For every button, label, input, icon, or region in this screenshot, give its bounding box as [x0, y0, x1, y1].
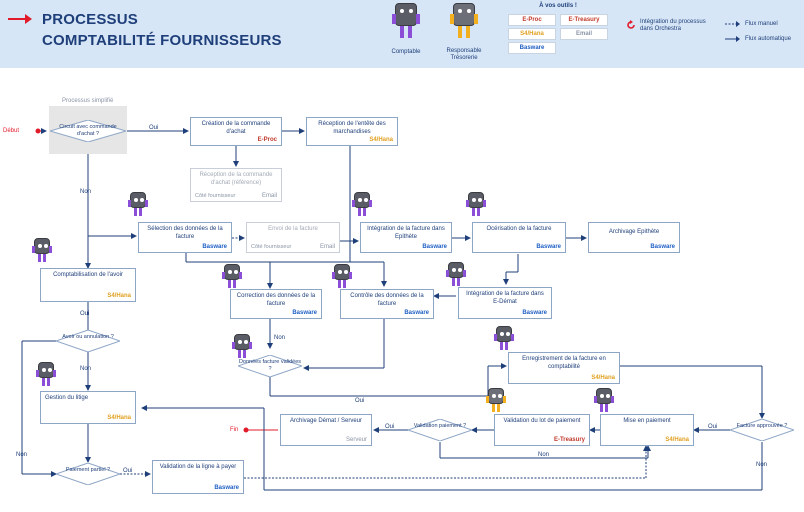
box-envoi-facture: Envoi de la facture Côté fournisseur Ema… [246, 222, 340, 253]
comptable-robot-icon [332, 264, 352, 290]
role-comptable-label: Comptable [391, 49, 421, 55]
box-integration-edemat: Intégration de la facture dans E-Démat B… [458, 287, 552, 319]
decision-facture-approuvee: Facture approuvée ? [730, 419, 794, 441]
box-validation-ligne: Validation de la ligne à payer Basware [152, 460, 244, 494]
role-responsable-label: Responsable Trésorerie [446, 48, 482, 61]
tool-etreasury-chip: E-Treasury [560, 14, 608, 26]
tool-email-chip: Email [560, 28, 608, 40]
comptable-robot-icon [446, 262, 466, 288]
decision-donnees-validees: Données facture validées ? [238, 355, 302, 377]
title-arrow-icon [8, 14, 32, 24]
decision-avoir: Avoir ou annulation ? [56, 330, 120, 352]
decision-circuit: Circuit avec commande d'achat ? [50, 120, 126, 142]
legend-manual-label: Flux manuel [745, 21, 778, 27]
box-reception-entete: Réception de l'entête des marchandises S… [306, 117, 398, 146]
comptable-robot-icon [128, 192, 148, 218]
label-oui-approuvee: Oui [708, 424, 718, 430]
decision-paiement-partiel: Paiement partiel ? [56, 463, 120, 485]
label-non-avoir: Non [80, 366, 92, 372]
page-title-line2: COMPTABILITÉ FOURNISSEURS [42, 32, 282, 49]
tools-title: À vos outils ! [539, 3, 577, 9]
legend-auto-label: Flux automatique [745, 36, 792, 42]
tool-basware-chip: Basware [508, 42, 556, 54]
legend-orchestra-label: Intégration du processus dans Orchestra [640, 19, 706, 32]
box-validation-lot: Validation du lot de paiement E-Treasury [494, 414, 590, 446]
box-correction-donnees: Correction des données de la facture Bas… [230, 289, 322, 319]
label-non-approuvee: Non [756, 462, 768, 468]
box-ocerisation: Océrisation de la facture Basware [472, 222, 566, 253]
box-creation-commande: Création de la commande d'achat E-Proc [190, 117, 282, 146]
comptable-robot-icon [352, 192, 372, 218]
comptable-robot-icon [392, 3, 420, 41]
tool-s4hana-chip: S4/Hana [508, 28, 556, 40]
label-non-validation: Non [538, 452, 550, 458]
responsable-robot-icon [450, 3, 478, 41]
comptable-robot-icon [32, 238, 52, 264]
simplified-process-label: Processus simplifié [62, 98, 114, 104]
comptable-robot-icon [222, 264, 242, 290]
label-non-left: Non [16, 452, 28, 458]
label-oui-donnees: Oui [355, 398, 365, 404]
box-controle-donnees: Contrôle des données de la facture Baswa… [340, 289, 434, 319]
label-oui-circuit: Oui [149, 125, 159, 131]
comptable-robot-icon [466, 192, 486, 218]
box-enregistrement-facture: Enregistrement de la facture en comptabi… [508, 352, 620, 384]
label-oui-avoir: Oui [80, 311, 90, 317]
label-non-donnees: Non [274, 335, 286, 341]
label-oui-validation: Oui [385, 424, 395, 430]
box-reception-commande: Réception de la commande d'achat (référe… [190, 168, 282, 202]
label-oui-partiel: Oui [123, 468, 133, 474]
comptable-robot-icon [594, 388, 614, 414]
box-archivage-demat: Archivage Démat / Serveur Serveur [280, 414, 372, 446]
comptable-robot-icon [232, 334, 252, 360]
label-non-circuit: Non [80, 189, 92, 195]
page-title-line1: PROCESSUS [42, 11, 138, 28]
legend-arrows-icon [725, 21, 740, 42]
box-comptabilisation-avoir: Comptabilisation de l'avoir S4/Hana [40, 268, 136, 302]
box-gestion-litige: Gestion du litige S4/Hana [40, 391, 136, 424]
tool-eproc-chip: E-Proc [508, 14, 556, 26]
header-banner: PROCESSUS COMPTABILITÉ FOURNISSEURS Comp… [0, 0, 804, 68]
box-integration-epithete: Intégration de la facture dans Epithète … [360, 222, 452, 253]
box-mise-en-paiement: Mise en paiement S4/Hana [600, 414, 694, 446]
orchestra-refresh-icon [627, 20, 635, 29]
box-archivage-epithete: Archivage Epithète Basware [588, 222, 680, 253]
box-selection-donnees: Sélection des données de la facture Basw… [138, 222, 232, 253]
end-label: Fin [230, 427, 239, 433]
comptable-robot-icon [36, 362, 56, 388]
start-label: Début [3, 128, 20, 134]
responsable-robot-icon [486, 388, 506, 414]
decision-validation-paiement: Validation paiement ? [408, 419, 472, 441]
comptable-robot-icon [494, 326, 514, 352]
